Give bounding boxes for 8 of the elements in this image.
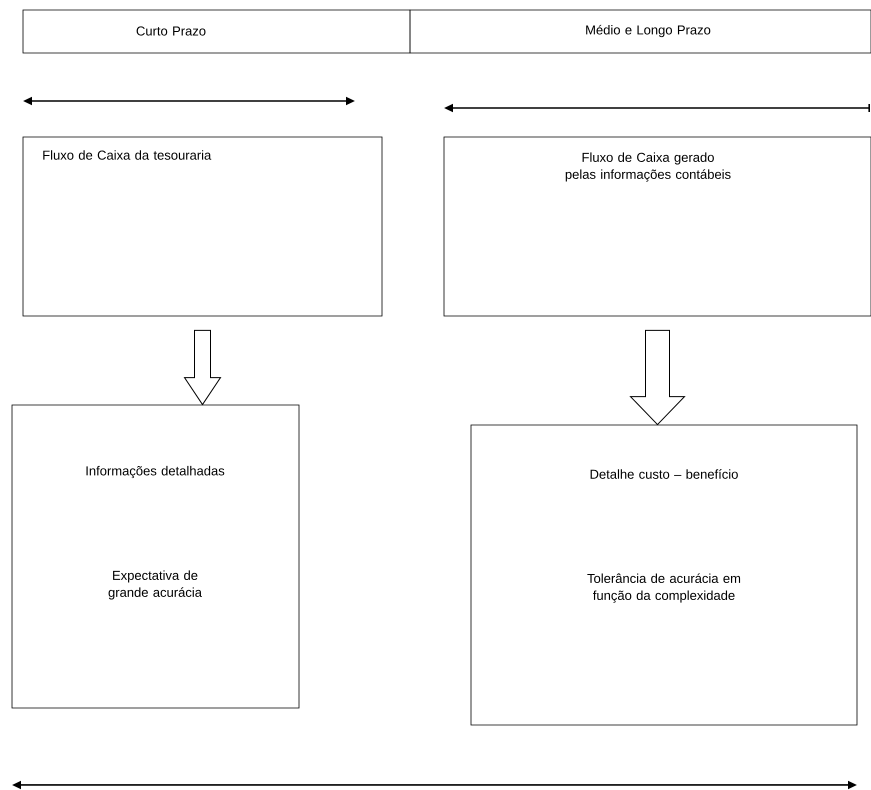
text-box: Informações detalhadas Expectativa de grande acurácia xyxy=(12,404,300,708)
text-box: Fluxo de Caixa gerado pelas informações contábeis xyxy=(444,136,871,316)
text-box: Detalhe custo – benefício Tolerância de acurácia em função da complexidade xyxy=(470,424,858,726)
text-box: Fluxo de Caixa da tesouraria xyxy=(22,136,382,316)
table-cell: Curto Prazo xyxy=(22,10,410,54)
block-arrow xyxy=(184,330,222,406)
block-arrow xyxy=(629,330,686,426)
table-cell: Médio e Longo Prazo xyxy=(410,10,871,54)
